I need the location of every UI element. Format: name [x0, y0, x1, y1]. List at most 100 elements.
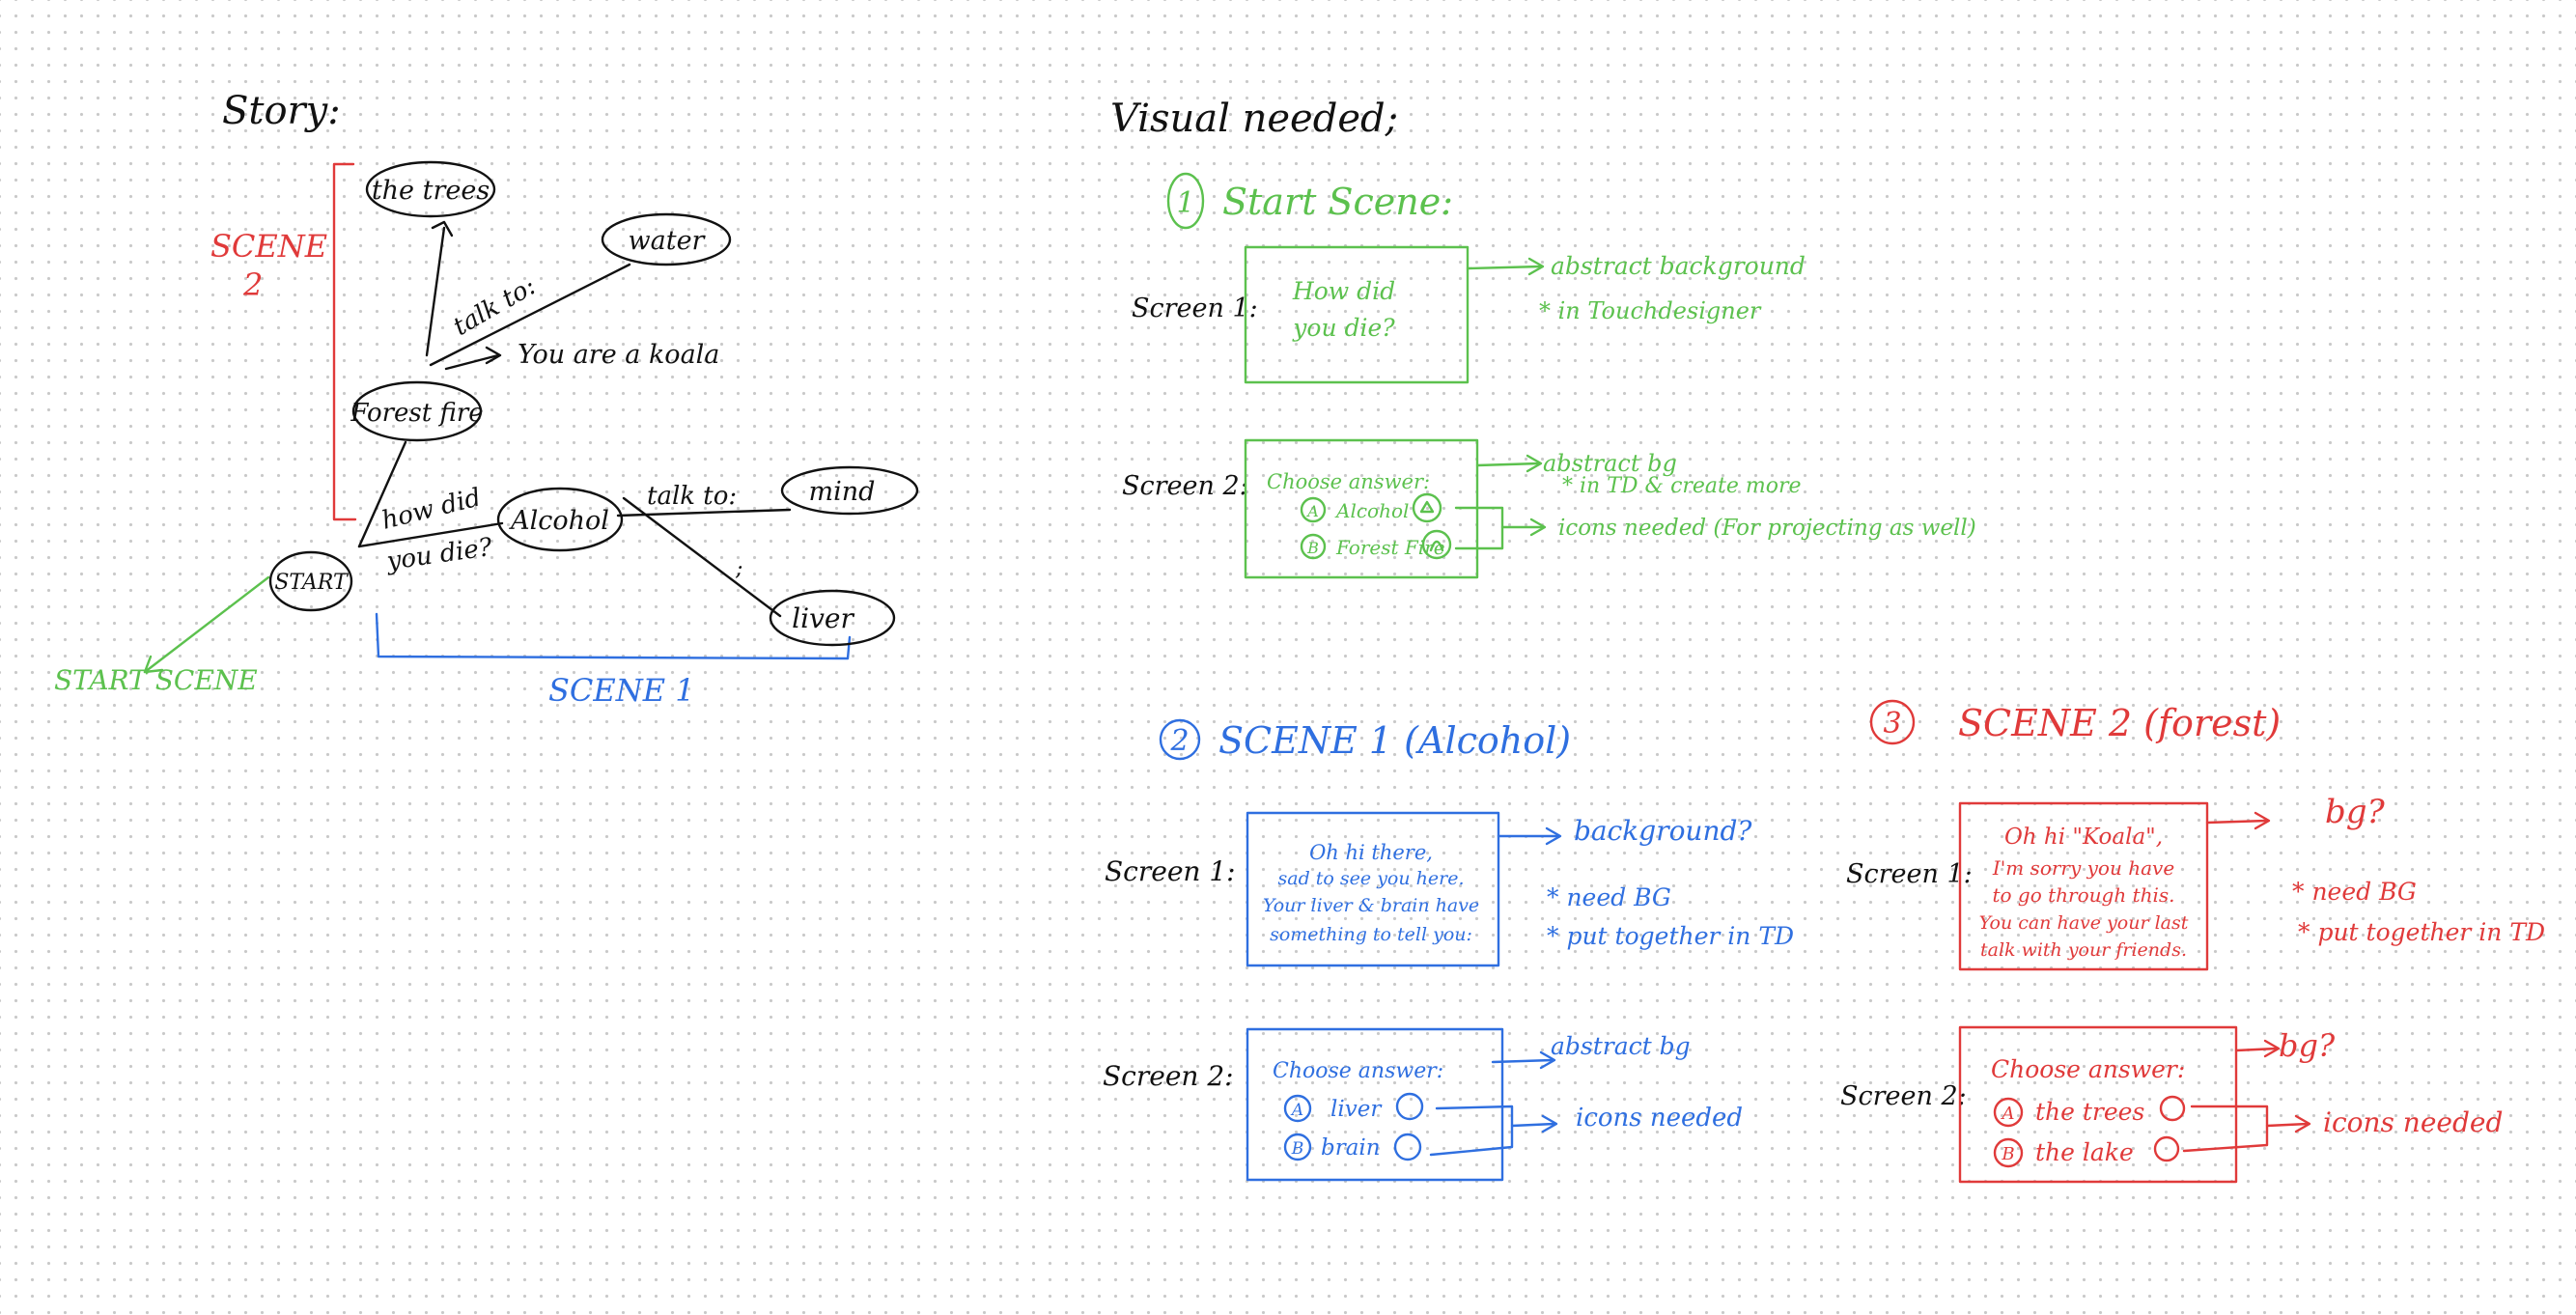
node-liver-outline — [769, 589, 896, 647]
scene2-screen1-note1: bg? — [2325, 793, 2386, 831]
scene1-label: SCENE 1 — [548, 672, 695, 709]
scene2-screen1-box — [1958, 801, 2209, 971]
node-forest-fire-outline — [351, 380, 483, 442]
edge-forest-to-trees-arrowhead — [431, 220, 454, 238]
start-screen2-label: Screen 2: — [1122, 471, 1248, 501]
scene1-screen1-line4: something to tell you: — [1270, 924, 1472, 945]
scene1-number: 2 — [1169, 724, 1189, 758]
start-screen2-opt-b-marker: B — [1306, 539, 1319, 557]
edge-forest-to-trees — [425, 226, 446, 357]
scene2-screen2-arrow2 — [2265, 1122, 2310, 1128]
start-scene-arrowhead — [143, 655, 164, 674]
scene1-screen2-opt-a-marker: A — [1290, 1101, 1303, 1120]
scene2-heading: SCENE 2 (forest) — [1958, 702, 2281, 744]
scene1-screen2-box — [1246, 1027, 1504, 1182]
scene1-number-circle — [1159, 718, 1201, 761]
edge-start-to-forest — [357, 440, 407, 548]
visuals-title: Visual needed; — [1110, 97, 1398, 141]
scene1-screen1-label: Screen 1: — [1105, 855, 1236, 887]
scene2-screen2-icon-bracket — [2182, 1105, 2269, 1153]
scene1-screen2-label: Screen 2: — [1103, 1060, 1234, 1092]
scene2-screen2-opt-a-marker: A — [2001, 1104, 2015, 1124]
node-trees: the trees — [372, 176, 490, 206]
start-screen2-opt-b-icon — [1421, 529, 1452, 560]
lake-icon — [2153, 1135, 2180, 1162]
edge-forest-to-water — [429, 263, 631, 367]
node-liver: liver — [792, 602, 854, 634]
start-screen1-arrowhead — [1527, 257, 1545, 276]
scene1-screen1-line1: Oh hi there, — [1309, 841, 1433, 864]
scene1-screen1-line2: sad to see you here. — [1278, 868, 1465, 889]
scene2-screen1-label: Screen 1: — [1846, 859, 1973, 889]
start-screen1-label: Screen 1: — [1132, 294, 1258, 323]
scene2-screen2-title: Choose answer: — [1991, 1055, 2185, 1083]
start-screen2-opt-b-circle — [1300, 533, 1327, 560]
scene2-section: 3 SCENE 2 (forest) Screen 1: Oh hi "Koal… — [1840, 699, 2545, 1184]
start-scene-section: 1 Start Scene: Screen 1: How did you die… — [1122, 172, 1976, 579]
scene2-screen2-box — [1958, 1025, 2238, 1184]
scene1-screen2-opt-b-marker: B — [1291, 1139, 1304, 1159]
scene2-screen1-note2: * need BG — [2292, 878, 2417, 906]
start-screen2-arrow1 — [1475, 462, 1541, 467]
scene1-section: 2 SCENE 1 (Alcohol) Screen 1: Oh hi ther… — [1103, 718, 1794, 1182]
start-screen1-note2: * in Touchdesigner — [1539, 297, 1762, 324]
tree-icon — [2159, 1095, 2186, 1122]
start-screen1-arrow — [1466, 265, 1543, 270]
start-screen2-arrowhead1 — [1526, 454, 1543, 473]
scene1-screen2-arrowhead1 — [1539, 1050, 1556, 1070]
node-mind-outline — [780, 465, 919, 516]
scene2-label-line2: 2 — [242, 266, 263, 303]
scene1-screen2-opt-b: brain — [1321, 1135, 1381, 1161]
scene1-screen1-note3: * put together in TD — [1547, 922, 1794, 950]
node-alcohol: Alcohol — [508, 506, 609, 536]
scene2-screen1-line5: talk with your friends. — [1980, 939, 2187, 961]
start-screen2-opt-a-icon — [1412, 492, 1442, 523]
scene2-screen2-label: Screen 2: — [1840, 1081, 1967, 1111]
scene1-screen2-icon-bracket — [1429, 1105, 1514, 1157]
start-screen2-arrowhead2 — [1529, 518, 1547, 537]
scene2-screen1-arrowhead — [2254, 811, 2271, 830]
edge-label-semicolon: ; — [735, 557, 742, 581]
liver-icon — [1395, 1092, 1424, 1121]
start-screen2-title: Choose answer: — [1267, 470, 1430, 493]
edge-label-talk-to-right: talk to: — [647, 482, 737, 511]
brain-icon — [1393, 1133, 1422, 1161]
start-screen2-opt-a-circle — [1300, 496, 1327, 523]
edge-alcohol-to-liver — [622, 496, 782, 618]
start-scene-label: START SCENE — [54, 664, 258, 696]
scene1-screen2-opt-b-circle — [1283, 1133, 1312, 1161]
start-screen2-note2: * in TD & create more — [1562, 474, 1802, 498]
scene1-screen2-title: Choose answer: — [1273, 1059, 1443, 1083]
scene1-screen1-arrowhead — [1545, 826, 1562, 846]
start-scene-number-circle — [1166, 172, 1205, 230]
start-screen1-note1: abstract background — [1551, 252, 1806, 280]
scene2-screen1-line1: Oh hi "Koala", — [2004, 825, 2163, 850]
scene1-screen1-note1: background? — [1574, 815, 1752, 847]
scene1-screen2-note2: icons needed — [1576, 1104, 1743, 1133]
scene1-screen2-arrow2 — [1510, 1122, 1556, 1128]
node-forest-fire: Forest fire — [350, 399, 483, 428]
scene2-screen2-arrow1 — [2234, 1047, 2279, 1052]
scene2-screen2-arrowhead1 — [2263, 1039, 2281, 1058]
scene1-screen1-note2: * need BG — [1547, 883, 1671, 911]
scene2-screen1-line2: I'm sorry you have — [1992, 856, 2174, 880]
start-screen2-note3: icons needed (For projecting as well) — [1558, 516, 1976, 541]
scene2-number: 3 — [1883, 707, 1901, 741]
start-screen2-opt-a-marker: A — [1305, 502, 1319, 520]
node-trees-outline — [365, 160, 496, 218]
scene2-screen2-arrowhead2 — [2294, 1114, 2311, 1133]
bottle-icon — [1419, 500, 1435, 514]
scene2-screen2-opt-b-marker: B — [2001, 1144, 2014, 1164]
scene1-bracket — [375, 612, 852, 660]
start-screen2-opt-a: Alcohol — [1334, 499, 1409, 522]
node-start: START — [274, 571, 350, 595]
scene1-screen1-box — [1246, 811, 1500, 967]
scene1-screen2-arrowhead2 — [1541, 1114, 1558, 1133]
node-water: water — [629, 226, 707, 256]
scene2-screen2-opt-a-circle — [1993, 1097, 2024, 1128]
scene2-bracket — [332, 162, 357, 521]
start-scene-heading: Start Scene: — [1222, 181, 1453, 223]
node-mind: mind — [809, 477, 876, 507]
